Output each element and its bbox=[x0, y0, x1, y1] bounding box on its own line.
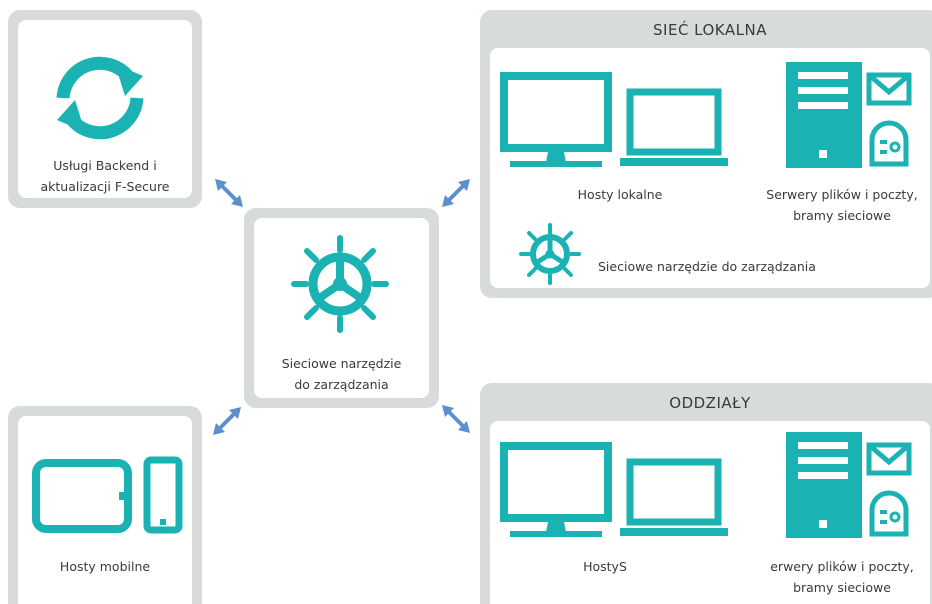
backend-label-line1: Usługi Backend i bbox=[53, 158, 157, 173]
center-label-line1: Sieciowe narzędzie bbox=[281, 356, 402, 371]
server-tower-icon bbox=[786, 432, 862, 538]
mail-icon bbox=[866, 72, 912, 106]
branch-hosts-label: HostyS bbox=[583, 559, 627, 574]
branch-servers-label: erwery plików i poczty, bramy sieciowe bbox=[752, 556, 932, 598]
gateway-icon bbox=[869, 120, 909, 167]
branch-servers-line1: erwery plików i poczty, bbox=[770, 559, 914, 574]
branch-servers-line2: bramy sieciowe bbox=[793, 580, 891, 595]
local-hosts-label: Hosty lokalne bbox=[577, 187, 663, 202]
desktop-monitor-icon bbox=[500, 442, 612, 537]
local-servers-line2: bramy sieciowe bbox=[793, 208, 891, 223]
mail-icon bbox=[866, 442, 912, 476]
backend-label: Usługi Backend i aktualizacji F-Secure bbox=[18, 155, 192, 197]
phone-icon bbox=[143, 456, 183, 534]
mobile-label: Hosty mobilne bbox=[59, 559, 151, 574]
laptop-icon bbox=[620, 458, 728, 536]
local-helm-icon bbox=[519, 223, 581, 285]
arrow-center-mobile bbox=[213, 407, 241, 435]
gateway-icon bbox=[869, 490, 909, 537]
center-label: Sieciowe narzędzie do zarządzania bbox=[254, 353, 429, 395]
mobile-panel bbox=[8, 406, 202, 604]
laptop-icon bbox=[620, 88, 728, 166]
desktop-monitor-icon bbox=[500, 72, 612, 167]
center-label-line2: do zarządzania bbox=[294, 377, 389, 392]
backend-panel bbox=[8, 10, 202, 208]
server-tower-icon bbox=[786, 62, 862, 168]
backend-label-line2: aktualizacji F-Secure bbox=[40, 179, 170, 194]
branches-panel bbox=[480, 383, 932, 604]
sync-icon bbox=[56, 56, 144, 140]
local-tool-label: Sieciowe narzędzie do zarządzania bbox=[598, 259, 816, 274]
local-servers-line1: Serwery plików i poczty, bbox=[766, 187, 918, 202]
local-servers-label: Serwery plików i poczty, bramy sieciowe bbox=[752, 184, 932, 226]
branches-title: ODDZIAŁY bbox=[669, 394, 751, 412]
arrow-backend-center bbox=[215, 179, 243, 207]
local-network-title: SIEĆ LOKALNA bbox=[653, 21, 767, 39]
helm-icon bbox=[291, 235, 389, 333]
arrow-center-local bbox=[442, 179, 470, 207]
arrow-center-branches bbox=[442, 405, 470, 433]
tablet-icon bbox=[32, 459, 132, 533]
